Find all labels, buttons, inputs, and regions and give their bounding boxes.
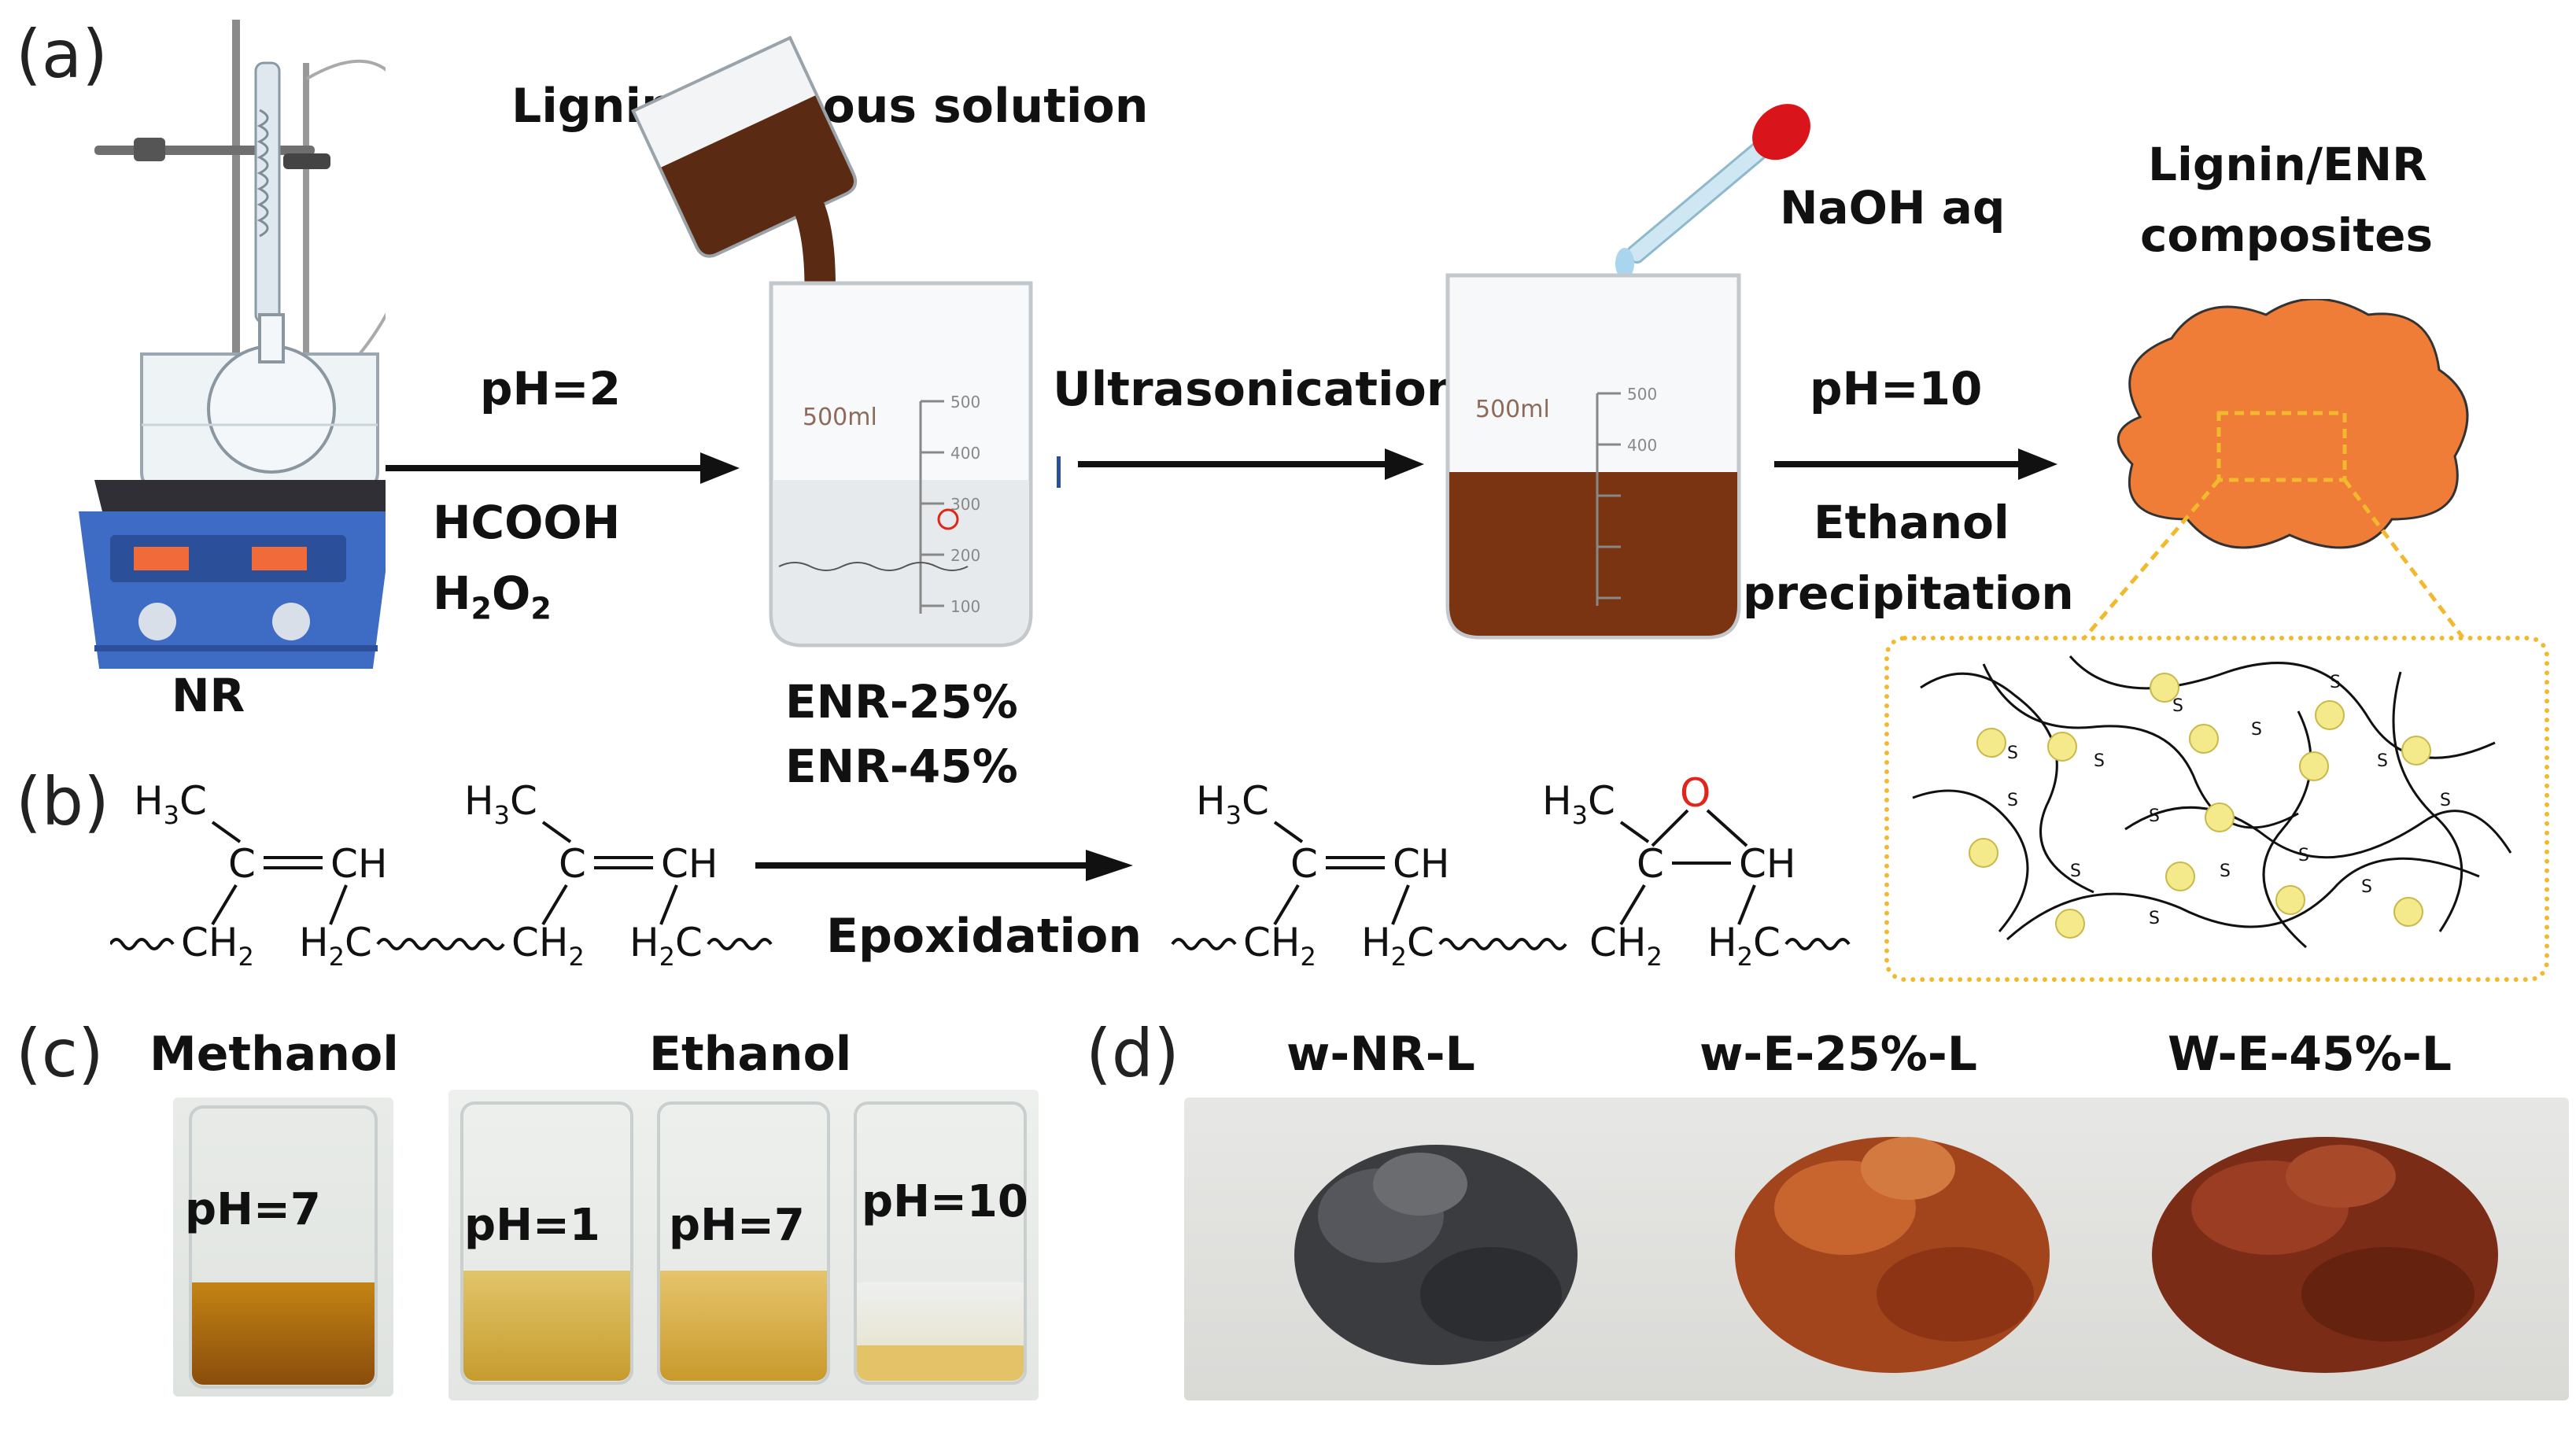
svg-text:S: S (2330, 673, 2341, 692)
sample-label-nr: w-NR-L (1286, 1027, 1475, 1082)
svg-text:400: 400 (950, 444, 980, 463)
svg-text:S: S (2440, 791, 2451, 810)
svg-text:S: S (2094, 751, 2105, 771)
enr45-label: ENR-45% (785, 740, 1018, 793)
ultrasonication-label: Ultrasonication (1053, 362, 1460, 417)
beaker-ph-label: pH=1 (464, 1200, 600, 1251)
svg-text:CH: CH (330, 841, 388, 887)
sample-label-e25: w-E-25%-L (1699, 1027, 1977, 1082)
network-zoom-box: S S S S S S S S S S S S S S (1884, 636, 2549, 982)
svg-text:CH: CH (1393, 841, 1450, 887)
enr-beaker: 500ml 500 400 300 200 100 (769, 281, 1033, 648)
dropper-pipette (1615, 104, 1810, 279)
photo-composite-samples (1184, 1098, 2569, 1400)
crosslinked-network: S S S S S S S S S S S S S S (1912, 655, 2512, 949)
svg-text:S: S (2298, 846, 2309, 865)
ph2-label: pH=2 (480, 362, 622, 415)
svg-text:S: S (2070, 862, 2081, 881)
beaker-ph-label: pH=7 (669, 1200, 805, 1251)
svg-text:CH: CH (1739, 841, 1796, 887)
svg-text:C: C (228, 841, 256, 887)
arrow-step2 (1078, 448, 1424, 480)
product-label-line1: Lignin/ENR (2148, 138, 2427, 191)
svg-text:H3C: H3C (1196, 778, 1269, 830)
enr25-label: ENR-25% (785, 675, 1018, 729)
svg-text:H2C: H2C (299, 920, 372, 972)
svg-text:CH2: CH2 (181, 920, 254, 972)
svg-text:H3C: H3C (134, 778, 207, 830)
nr-label: NR (172, 669, 245, 722)
arrow-step1 (386, 452, 740, 484)
ethanol-step-label: Ethanol (1814, 496, 2010, 549)
svg-text:S: S (2149, 806, 2160, 826)
svg-text:C: C (559, 841, 586, 887)
svg-text:CH2: CH2 (1589, 920, 1663, 972)
svg-text:300: 300 (950, 495, 980, 514)
stir-rod-mark (1057, 456, 1061, 488)
lignin-enr-beaker: 500ml 500 400 (1445, 273, 1741, 640)
svg-text:S: S (2377, 751, 2388, 771)
product-label-line2: composites (2140, 208, 2434, 262)
panel-label-d: (d) (1086, 1015, 1179, 1092)
hcooh-label: HCOOH (433, 496, 621, 549)
photo-ethanol-series: pH=1 pH=7 pH=10 (448, 1090, 1039, 1400)
svg-text:O: O (1680, 770, 1711, 816)
svg-text:H3C: H3C (464, 778, 537, 830)
h2o2-label: H2O2 (433, 566, 552, 626)
svg-text:CH2: CH2 (1243, 920, 1316, 972)
svg-text:S: S (2220, 862, 2231, 881)
svg-text:500: 500 (1627, 385, 1657, 404)
svg-text:CH: CH (661, 841, 718, 887)
panel-label-a: (a) (16, 16, 109, 93)
precipitation-label: precipitation (1743, 566, 2074, 620)
photo-methanol-ph7: pH=7 (173, 1098, 393, 1397)
svg-text:S: S (2251, 720, 2262, 740)
beaker-ph-label: pH=7 (185, 1184, 321, 1235)
svg-text:S: S (2007, 743, 2018, 763)
svg-text:C: C (1637, 841, 1664, 887)
svg-text:H3C: H3C (1542, 778, 1615, 830)
svg-text:S: S (2007, 791, 2018, 810)
epoxidation-label: Epoxidation (826, 909, 1142, 964)
svg-text:400: 400 (1627, 436, 1657, 455)
lignin-pouring-beaker (631, 35, 858, 330)
arrow-step3 (1774, 448, 2057, 480)
svg-text:C: C (1290, 841, 1318, 887)
panel-label-b: (b) (16, 763, 109, 840)
composite-cloud (2117, 299, 2469, 549)
epoxidation-scheme: H3C C CH CH2 H2C H3C C CH CH2 H2C H3C C … (110, 770, 1851, 972)
zoom-connector (2083, 478, 2464, 639)
svg-text:S: S (2172, 696, 2183, 716)
svg-text:200: 200 (950, 546, 980, 565)
ph10-label: pH=10 (1810, 362, 1983, 415)
svg-text:H2C: H2C (629, 920, 703, 972)
svg-text:CH2: CH2 (511, 920, 585, 972)
svg-text:H2C: H2C (1707, 920, 1781, 972)
svg-text:500: 500 (950, 393, 980, 411)
svg-text:S: S (2149, 909, 2160, 928)
reaction-apparatus-illustration (79, 20, 386, 669)
panel-label-c: (c) (16, 1015, 104, 1092)
svg-text:500ml: 500ml (1475, 396, 1550, 423)
naoh-label: NaOH aq (1780, 181, 2006, 234)
ethanol-label: Ethanol (649, 1027, 852, 1082)
methanol-label: Methanol (149, 1027, 399, 1082)
svg-text:S: S (2361, 877, 2372, 897)
svg-text:H2C: H2C (1361, 920, 1434, 972)
sample-label-e45: W-E-45%-L (2168, 1027, 2452, 1082)
sample-specimens (1294, 1137, 2498, 1373)
svg-text:100: 100 (950, 597, 980, 616)
beaker-ph-label: pH=10 (862, 1176, 1028, 1227)
svg-text:500ml: 500ml (803, 404, 877, 431)
